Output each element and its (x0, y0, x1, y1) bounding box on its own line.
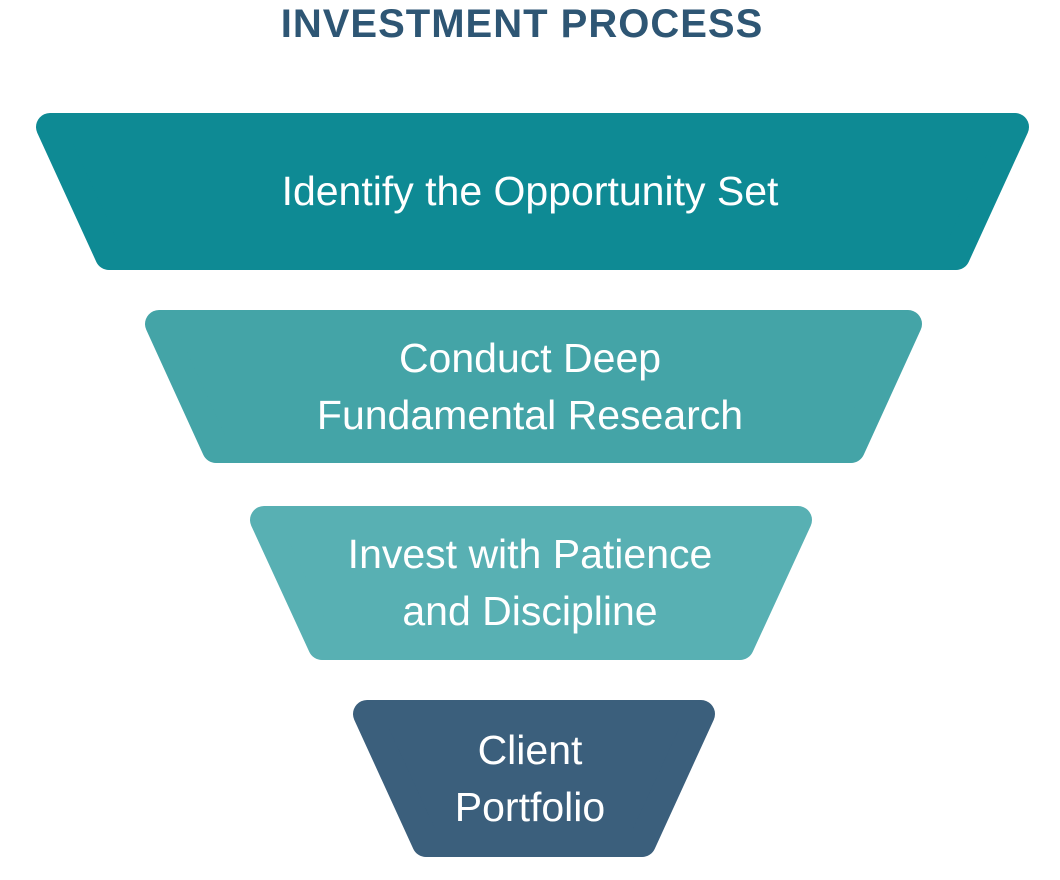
diagram-title: INVESTMENT PROCESS (280, 2, 764, 46)
funnel-stage-shape-3 (250, 506, 812, 660)
funnel-stage-shape-2 (145, 310, 922, 463)
funnel-stage-shape-1 (36, 113, 1029, 270)
funnel-stage-shape-4 (353, 700, 715, 857)
